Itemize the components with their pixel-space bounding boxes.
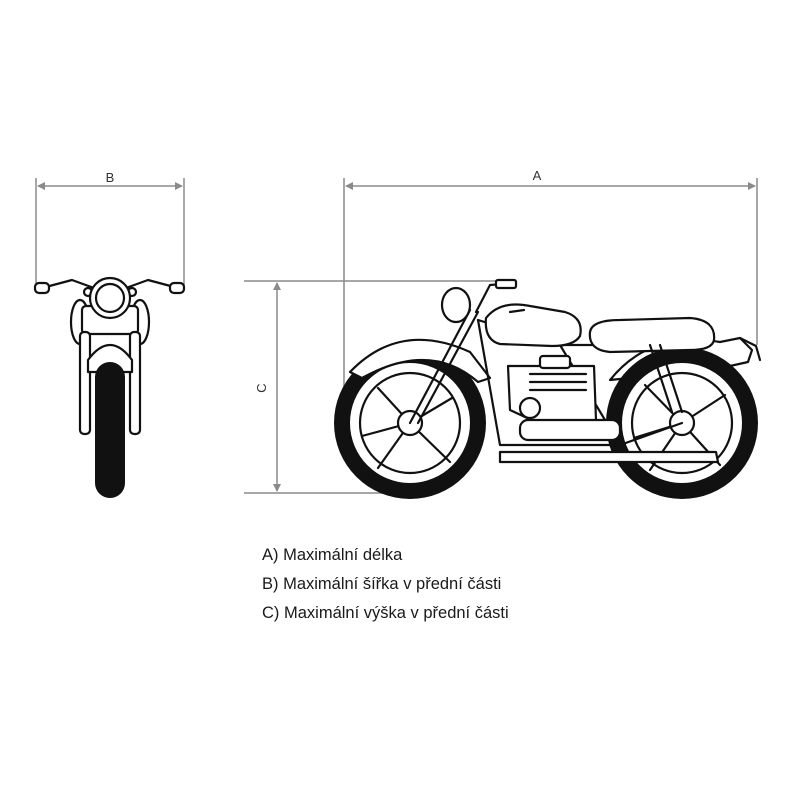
fuel-tank — [484, 303, 582, 348]
dimension-a: A — [343, 168, 758, 390]
legend-item-height: C) Maximální výška v přední části — [262, 604, 509, 622]
front-tyre — [95, 362, 125, 498]
front-wheel — [334, 347, 486, 499]
motorcycle-front-view — [33, 276, 186, 498]
dimension-c-label: C — [254, 383, 269, 392]
legend-item-length: A) Maximální délka — [262, 546, 403, 564]
motorcycle-side-view — [334, 278, 762, 499]
dimension-c: C — [244, 280, 500, 494]
dimension-legend: A) Maximální délka B) Maximální šířka v … — [262, 541, 509, 628]
legend-item-width: B) Maximální šířka v přední části — [262, 575, 502, 593]
dimension-a-label: A — [533, 168, 542, 183]
dimension-b: B — [35, 170, 185, 288]
exhaust — [498, 450, 720, 464]
side-headlight — [440, 286, 472, 324]
engine — [506, 354, 622, 442]
seat — [588, 316, 716, 354]
dimension-b-label: B — [106, 170, 115, 185]
